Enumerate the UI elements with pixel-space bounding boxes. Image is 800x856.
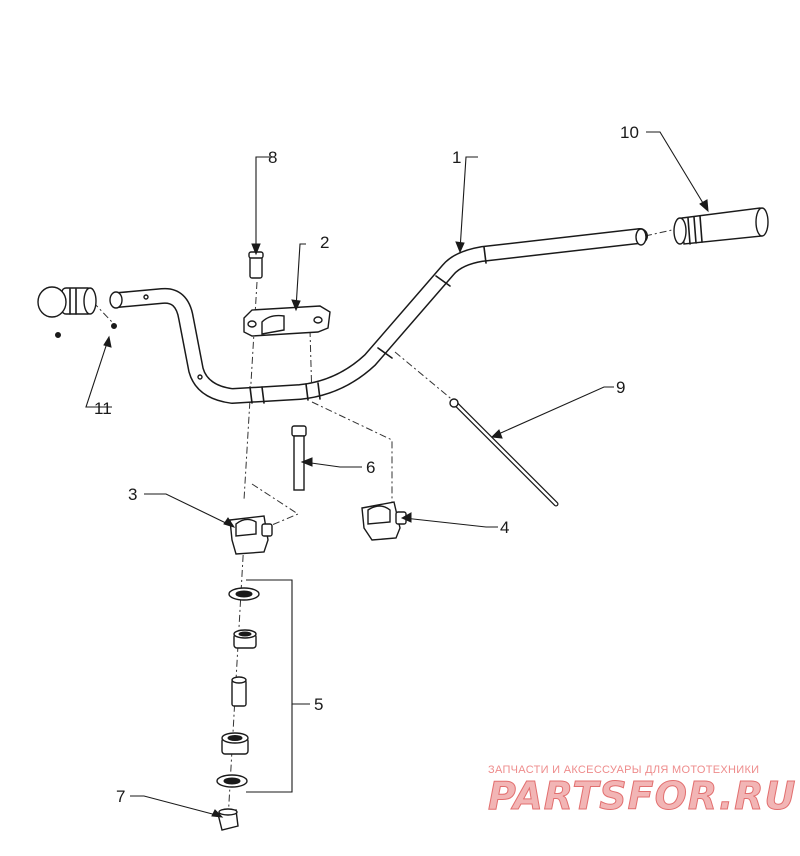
leader-lines (85, 131, 707, 817)
upper-clamp (243, 305, 331, 337)
left-grip-assembly (37, 286, 117, 338)
long-bolt (291, 425, 307, 491)
cable-rod (449, 398, 559, 507)
callout-8: 8 (268, 148, 277, 167)
handlebar-tube (109, 228, 648, 404)
callout-10: 10 (620, 123, 639, 142)
callout-5: 5 (314, 695, 323, 714)
callout-6: 6 (366, 458, 375, 477)
watermark-logo: PARTSFOR.RU (487, 774, 797, 819)
callout-2: 2 (320, 233, 329, 252)
callout-4: 4 (500, 518, 509, 537)
right-lower-clamp (361, 501, 407, 541)
callout-labels: 1 2 3 4 5 6 7 8 9 10 11 (94, 123, 639, 806)
callout-7: 7 (116, 787, 125, 806)
callout-11: 11 (94, 399, 112, 418)
callout-1: 1 (452, 148, 461, 167)
right-grip (673, 207, 769, 245)
callout-3: 3 (128, 485, 137, 504)
bushing-stack (216, 587, 260, 788)
bottom-nut (217, 808, 239, 831)
watermark-tagline: ЗАПЧАСТИ И АКСЕССУАРЫ ДЛЯ МОТОТЕХНИКИ (488, 764, 760, 776)
left-lower-clamp (229, 515, 273, 555)
leader-arrowheads (103, 199, 709, 818)
top-bolt (248, 251, 264, 279)
callout-9: 9 (616, 378, 625, 397)
